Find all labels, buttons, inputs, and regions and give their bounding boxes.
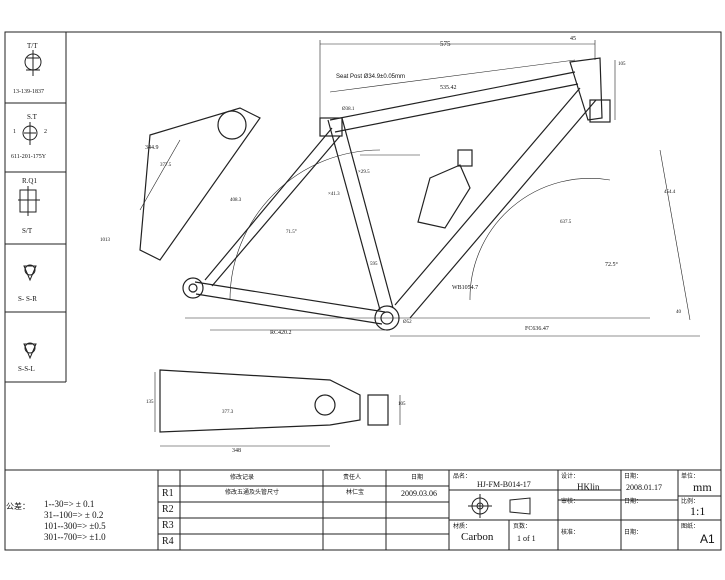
revision-id: R3 — [162, 520, 174, 531]
title-block-frame — [5, 469, 721, 550]
sheet-label: 页数： — [513, 523, 532, 530]
revision-id: R1 — [162, 488, 174, 499]
sheet-size: A1 — [700, 532, 715, 546]
checker-label: 审核： — [561, 498, 580, 505]
responsible-header: 责任人 — [343, 474, 362, 481]
revision-id: R4 — [162, 536, 174, 547]
dim-angle-b: 71.5° — [286, 230, 297, 235]
bike-frame-drawing — [139, 57, 611, 433]
dim-chainstay: ×29.5 — [358, 170, 370, 175]
scale-label: 比例： — [681, 498, 700, 505]
dim-head-45: 45 — [570, 36, 576, 42]
tolerance-line: 301--700=> ±1.0 — [44, 532, 106, 542]
designer: HKlin — [577, 482, 600, 492]
sheet-border — [4, 31, 722, 551]
tolerance-line: 101--300=> ±0.5 — [44, 521, 106, 531]
revision-id: R2 — [162, 504, 174, 515]
dim-head-len: 454.4 — [664, 190, 676, 195]
dimension-lines — [139, 40, 700, 447]
side-view-3-bottom-label: S/T — [22, 227, 33, 235]
dim-fork-len: 1013 — [100, 238, 110, 243]
approval-label: 核准： — [561, 529, 580, 536]
tolerance-line: 31--100=> ± 0.2 — [44, 510, 104, 520]
tolerance-label: 公差： — [6, 502, 30, 511]
side-view-2-top-label: S.T — [27, 113, 37, 121]
revision-header: 修改记录 — [230, 474, 255, 481]
revision-desc: 修改五通及头管尺寸 — [225, 489, 280, 496]
side-view-1-icon — [24, 50, 42, 76]
dim-chainstay-height: 135 — [146, 400, 154, 405]
dim-down-tube: 637.5 — [560, 220, 572, 225]
dim-seat-tube: 595 — [370, 262, 378, 267]
side-view-5-icon — [23, 342, 37, 360]
dim-reach: RC420.2 — [270, 330, 292, 336]
designer-label: 设计： — [561, 473, 580, 480]
dim-d38: Ø38.1 — [342, 107, 355, 112]
side-view-1-top-label: T/T — [27, 42, 38, 50]
dim-fork-b: 408.3 — [230, 198, 242, 203]
dim-top-tube: 535.42 — [440, 85, 457, 91]
unit: mm — [693, 480, 712, 494]
side-view-1-bottom-label: 13-139-1837 — [13, 89, 44, 95]
dim-bb-drop: Ø52 — [403, 320, 412, 325]
part-preview-icons — [468, 494, 531, 518]
dim-front-center: FC636.47 — [525, 326, 549, 332]
size-label: 图纸： — [681, 523, 700, 530]
design-date-label: 日期： — [624, 473, 643, 480]
dim-fork-tip: 105 — [398, 402, 406, 407]
material-label: 材质： — [453, 523, 472, 530]
side-view-3-top-label: R.Q1 — [22, 177, 37, 185]
side-view-2-bottom-label: 611-201-175Y — [11, 154, 47, 160]
approval-date-label: 日期： — [624, 529, 643, 536]
dim-stay-len: 40 — [676, 310, 681, 315]
side-view-2-left-label: 1 — [13, 129, 16, 135]
side-view-2-icon — [22, 122, 38, 145]
revision-date: 2009.03.06 — [401, 489, 437, 498]
sheet-count: 1 of 1 — [517, 534, 536, 543]
dim-fork-a: 377.5 — [160, 163, 172, 168]
side-view-2-right-label: 2 — [44, 129, 47, 135]
dim-top-length: 575 — [440, 40, 451, 48]
dim-fork-crown: 377.3 — [222, 410, 234, 415]
side-view-3-icon — [18, 186, 40, 216]
tolerance-line: 1--30=> ± 0.1 — [44, 499, 95, 509]
date-header: 日期 — [411, 474, 424, 481]
side-view-5-bottom-label: S-S-L — [18, 365, 35, 373]
part-name-label: 品名： — [453, 473, 472, 480]
dim-seat-post: Seat Post Ø34.9±0.05mm — [336, 74, 405, 80]
side-view-4-bottom-label: S- S-R — [18, 295, 37, 303]
dim-fork-offset: 344.9 — [145, 145, 159, 151]
check-date-label: 日期： — [624, 498, 643, 505]
material: Carbon — [461, 531, 494, 543]
unit-label: 单位： — [681, 473, 700, 480]
revision-person: 林仁宝 — [346, 489, 365, 496]
dim-head-105: 105 — [618, 62, 626, 67]
design-date: 2008.01.17 — [626, 483, 662, 492]
dim-seat-h: ×41.3 — [328, 192, 340, 197]
dim-fork-width: 348 — [232, 448, 241, 454]
part-number: HJ-FM-B014-17 — [477, 480, 531, 489]
dim-angle-a: 72.5° — [605, 262, 618, 268]
dim-wheelbase: WB1054.7 — [452, 285, 479, 291]
scale: 1:1 — [690, 504, 706, 518]
side-column-rows — [5, 102, 66, 383]
side-view-4-icon — [23, 264, 37, 282]
